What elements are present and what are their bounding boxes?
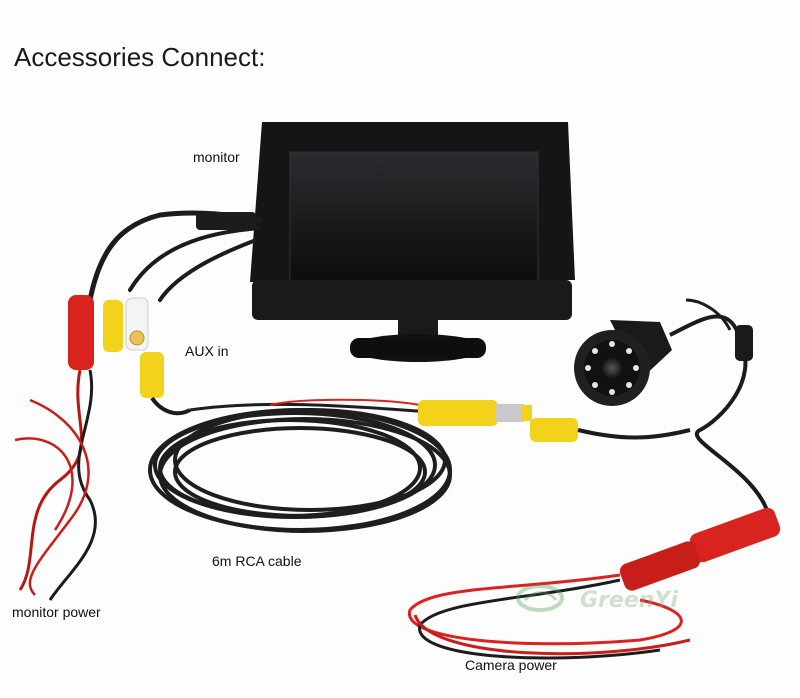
rca-cable-coil (148, 398, 452, 533)
monitor-device (250, 122, 575, 362)
monitor-wiring (87, 210, 263, 303)
monitor-label: monitor (193, 149, 240, 165)
watermark-text: GreenYi (580, 588, 678, 613)
camera-power-cable (408, 507, 781, 660)
rca-cable-label: 6m RCA cable (212, 553, 302, 569)
monitor-power-cable (14, 295, 97, 601)
camera-device (574, 298, 772, 521)
camera-power-label: Camera power (465, 657, 557, 673)
greenyi-logo (516, 584, 564, 612)
rca-connector-pair (418, 400, 691, 442)
page-title: Accessories Connect: (14, 42, 266, 72)
monitor-power-label: monitor power (12, 604, 101, 620)
aux-in-label: AUX in (185, 343, 229, 359)
aux-in-connectors (103, 297, 191, 416)
